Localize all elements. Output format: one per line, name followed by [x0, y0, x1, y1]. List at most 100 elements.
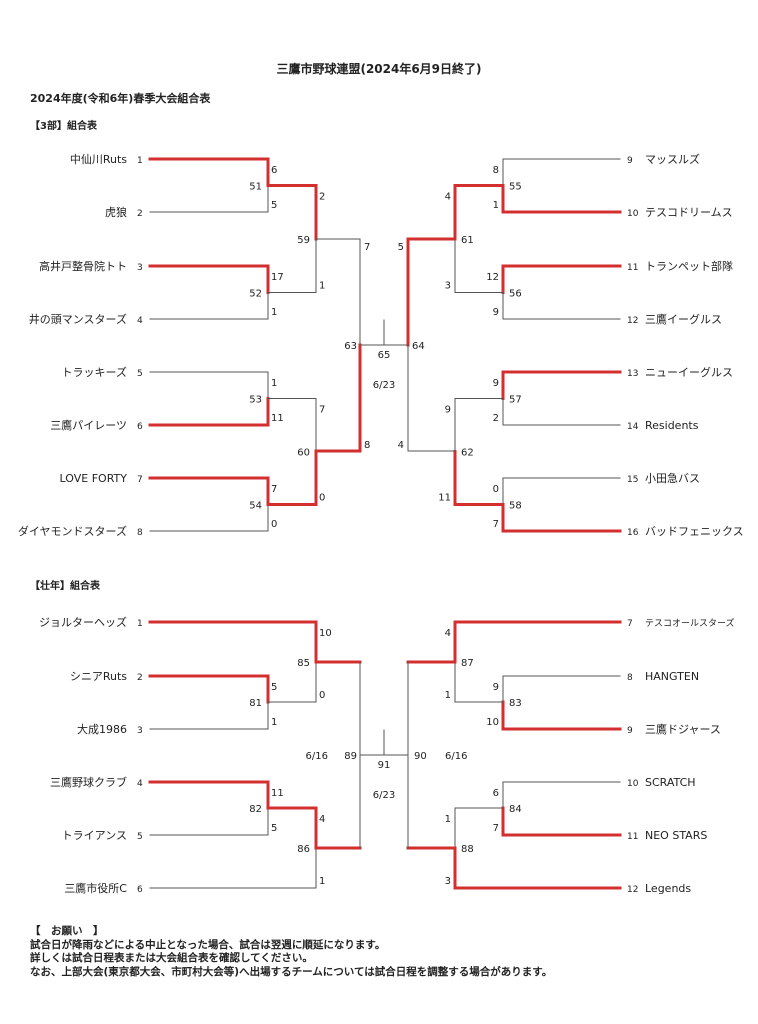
team-seed: 8 [627, 673, 633, 683]
game-number: 61 [461, 235, 474, 246]
team-name: テスコドリームス [645, 206, 733, 219]
team-seed: 4 [137, 779, 143, 789]
game-number: 65 [378, 350, 391, 361]
team-name: HANGTEN [645, 670, 699, 683]
score: 5 [398, 242, 404, 253]
game-number: 58 [509, 501, 522, 512]
score: 1 [271, 307, 277, 318]
score: 3 [445, 281, 451, 292]
game-number: 51 [249, 182, 262, 193]
score: 5 [271, 682, 277, 693]
notice-line: なお、上部大会(東京都大会、市町村大会等)へ出場するチームについては試合日程を調… [30, 965, 553, 978]
team-name: ダイヤモンドスターズ [18, 524, 127, 538]
notice-block: 【 お願い 】 試合日が降雨などによる中止となった場合、試合は翌週に順延になりま… [30, 925, 552, 979]
team-name: Legends [645, 882, 691, 895]
score: 11 [271, 413, 284, 424]
final-date: 6/23 [373, 790, 395, 801]
score: 11 [271, 788, 284, 799]
team-name: 中仙川Ruts [70, 153, 127, 166]
score: 1 [445, 690, 451, 701]
team-name: トライアンス [62, 829, 127, 842]
team-seed: 10 [627, 209, 639, 219]
game-number: 64 [412, 341, 425, 352]
score: 12 [486, 272, 499, 283]
game-date: 6/16 [306, 751, 328, 762]
score: 5 [271, 200, 277, 211]
score: 2 [493, 413, 499, 424]
team-seed: 7 [137, 475, 143, 485]
score: 9 [493, 307, 499, 318]
score: 8 [493, 165, 499, 176]
team-name: 三鷹市役所C [64, 881, 127, 895]
score: 0 [319, 690, 325, 701]
team-seed: 7 [627, 619, 633, 629]
team-seed: 4 [137, 316, 143, 326]
team-seed: 6 [137, 885, 143, 895]
score: 0 [271, 519, 277, 530]
team-seed: 2 [137, 673, 143, 683]
team-seed: 12 [627, 316, 638, 326]
team-seed: 15 [627, 475, 638, 485]
team-name: 三鷹パイレーツ [50, 418, 127, 432]
game-number: 83 [509, 698, 522, 709]
notice-heading: 【 お願い 】 [30, 925, 104, 937]
score: 7 [493, 519, 499, 530]
team-name: LOVE FORTY [60, 472, 128, 485]
game-number: 60 [297, 448, 310, 459]
score: 17 [271, 272, 284, 283]
game-number: 55 [509, 182, 522, 193]
team-name: 井の頭マンスターズ [29, 312, 127, 326]
team-name: トランペット部隊 [645, 259, 733, 273]
score: 7 [271, 484, 277, 495]
team-seed: 8 [137, 528, 143, 538]
team-name: 三鷹イーグルス [645, 312, 722, 326]
team-name: 高井戸整骨院トト [39, 259, 127, 273]
section-heading-3bu: 【3部】組合表 [30, 121, 97, 132]
game-number: 62 [461, 448, 474, 459]
game-number: 57 [509, 395, 522, 406]
final-date: 6/23 [373, 380, 395, 391]
page-title: 三鷹市野球連盟(2024年6月9日終了) [276, 62, 482, 76]
team-seed: 3 [137, 726, 143, 736]
team-seed: 3 [137, 263, 143, 273]
score: 7 [364, 242, 370, 253]
score: 7 [319, 405, 325, 416]
team-name: Residents [645, 419, 699, 432]
team-seed: 16 [627, 528, 639, 538]
score: 7 [493, 823, 499, 834]
team-seed: 10 [627, 779, 639, 789]
team-seed: 5 [137, 832, 143, 842]
team-name: 虎狼 [105, 205, 127, 219]
team-name: テスコオールスターズ [645, 617, 735, 629]
team-seed: 2 [137, 209, 143, 219]
game-number: 88 [461, 844, 474, 855]
notice-line: 詳しくは試合日程表または大会組合表を確認してください。 [30, 952, 313, 964]
game-number: 90 [414, 751, 427, 762]
game-number: 84 [509, 804, 522, 815]
team-name: シニアRuts [70, 670, 127, 683]
score: 9 [493, 378, 499, 389]
game-number: 89 [344, 751, 357, 762]
game-number: 91 [378, 760, 391, 771]
team-name: NEO STARS [645, 829, 707, 842]
team-seed: 11 [627, 263, 638, 273]
score: 4 [445, 628, 451, 639]
team-seed: 9 [627, 156, 633, 166]
team-name: 三鷹野球クラブ [50, 775, 127, 789]
score: 9 [493, 682, 499, 693]
team-name: SCRATCH [645, 776, 696, 789]
score: 0 [493, 484, 499, 495]
team-name: ジョルターヘッズ [39, 615, 127, 629]
score: 5 [271, 823, 277, 834]
section-heading-sonen: 【壮年】組合表 [30, 581, 100, 592]
score: 3 [445, 876, 451, 887]
game-number: 87 [461, 658, 474, 669]
score: 6 [493, 788, 499, 799]
team-seed: 12 [627, 885, 638, 895]
team-name: 三鷹ドジャース [645, 722, 721, 736]
game-number: 82 [249, 804, 262, 815]
game-number: 52 [249, 289, 262, 300]
team-name: 大成1986 [77, 722, 127, 736]
